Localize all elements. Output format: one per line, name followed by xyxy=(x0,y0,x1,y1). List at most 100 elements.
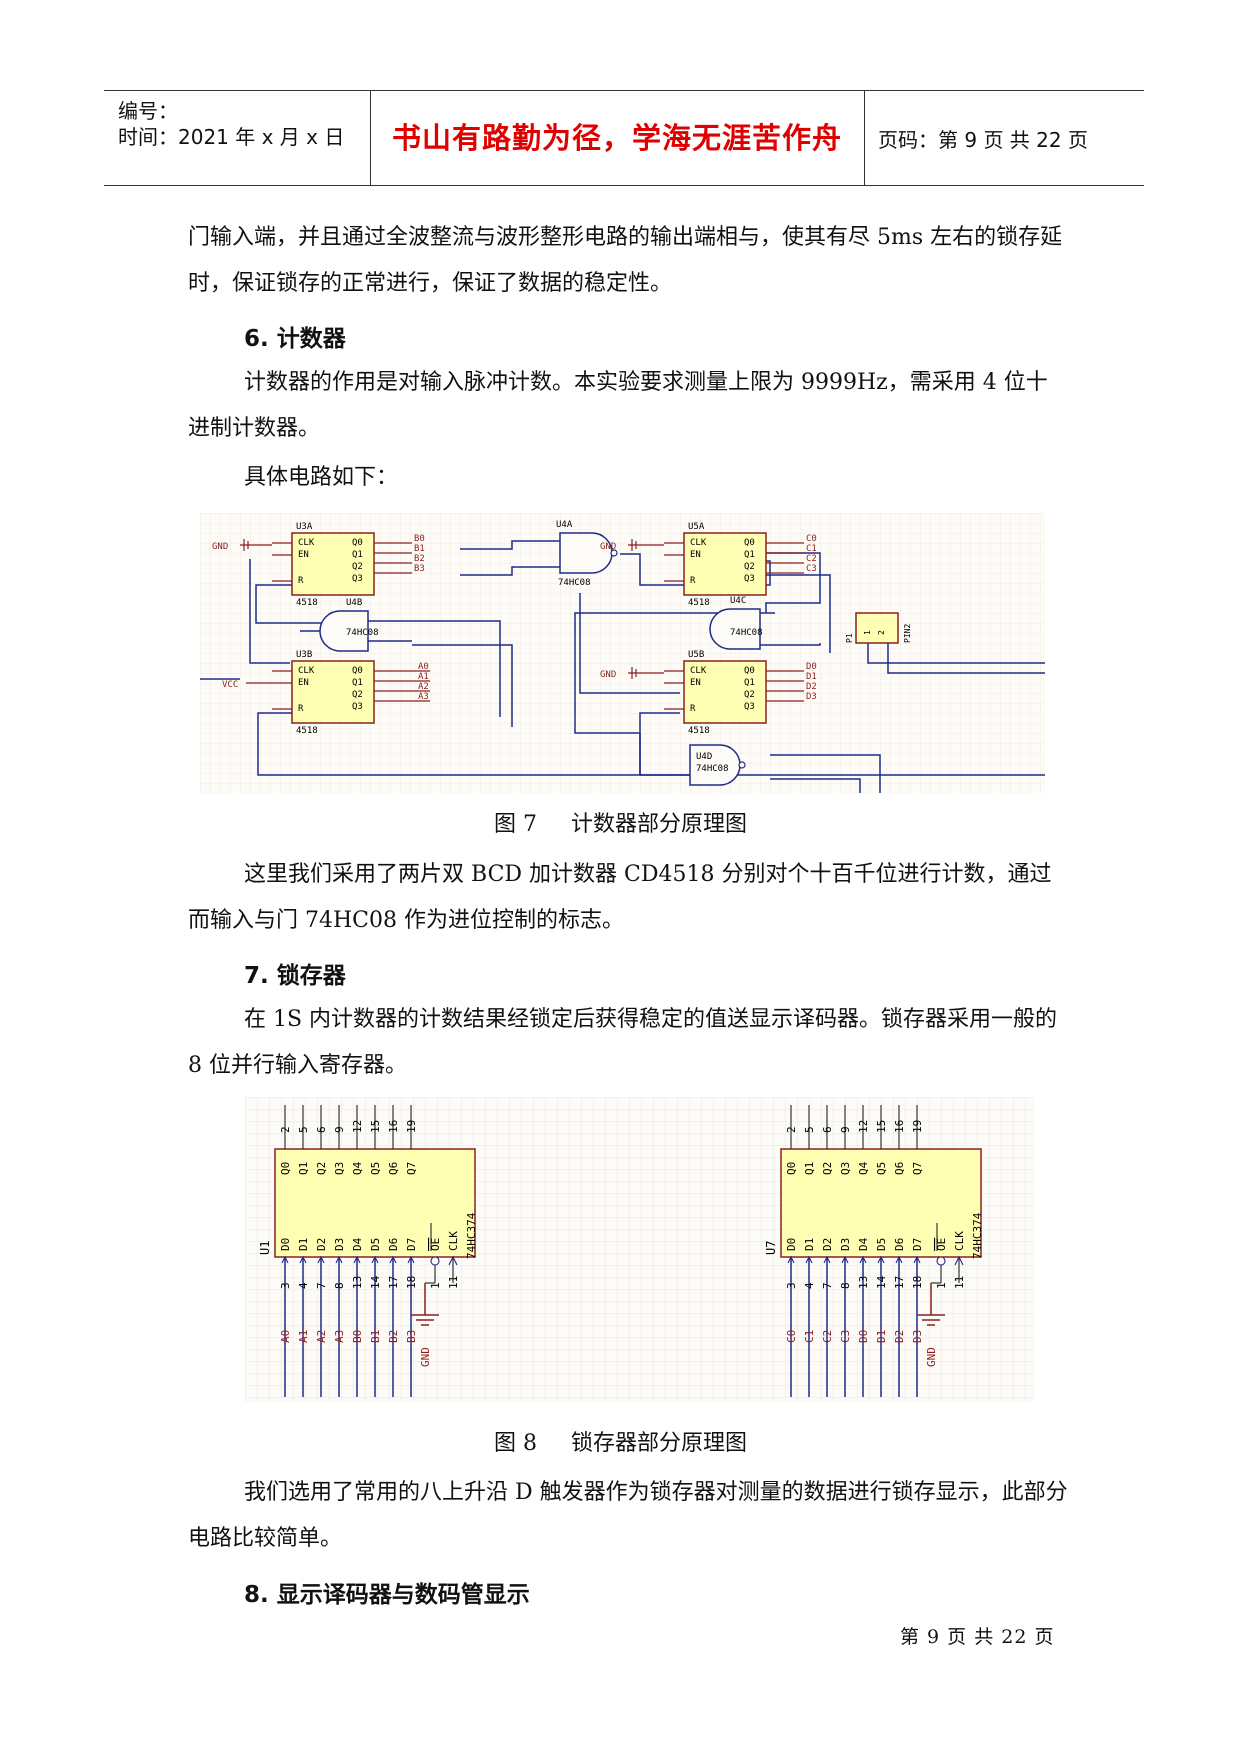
svg-text:D0: D0 xyxy=(806,662,817,672)
svg-text:Q0: Q0 xyxy=(352,538,363,548)
q-pin-number: 19 xyxy=(911,1120,924,1133)
figure7-number: 图 7 xyxy=(493,812,537,837)
paragraph-counter-intro: 计数器的作用是对输入脉冲计数。本实验要求测量上限为 9999Hz，需采用 4 位… xyxy=(188,370,1048,441)
net-label: C1 xyxy=(803,1330,816,1343)
connector-p1: 1 2 P1 PIN2 xyxy=(845,612,912,644)
svg-text:R: R xyxy=(298,704,304,714)
svg-text:PIN2: PIN2 xyxy=(903,624,912,643)
q-pin-number: 2 xyxy=(785,1126,798,1133)
svg-text:A3: A3 xyxy=(418,692,429,702)
svg-text:B3: B3 xyxy=(414,564,425,574)
header-right-cell: 页码：第 9 页 共 22 页 xyxy=(864,91,1144,185)
svg-text:4518: 4518 xyxy=(296,598,318,608)
oe-label: OE xyxy=(429,1238,442,1251)
d-pin-number: 13 xyxy=(351,1276,364,1289)
q-pin-label: Q2 xyxy=(315,1162,328,1175)
q-pin-label: Q7 xyxy=(405,1162,418,1175)
svg-text:C3: C3 xyxy=(806,564,817,574)
q-pin-label: Q6 xyxy=(387,1162,400,1175)
latch-schematic: 2Q0D03A05Q1D14A16Q2D27A29Q3D38A312Q4D413… xyxy=(245,1097,1035,1402)
d-pin-number: 17 xyxy=(893,1276,906,1289)
header-middle-cell: 书山有路勤为径，学海无涯苦作舟 xyxy=(370,91,865,185)
d-pin-number: 8 xyxy=(839,1282,852,1289)
svg-text:Q1: Q1 xyxy=(352,550,363,560)
svg-text:EN: EN xyxy=(690,550,701,560)
net-label: C2 xyxy=(821,1330,834,1343)
clk-label: CLK xyxy=(953,1231,966,1251)
svg-text:Q3: Q3 xyxy=(744,574,755,584)
net-label: C0 xyxy=(785,1330,798,1343)
d-pin-number: 18 xyxy=(911,1276,924,1289)
d-pin-label: D4 xyxy=(857,1237,870,1251)
oe-label: OE xyxy=(935,1238,948,1251)
q-pin-label: Q5 xyxy=(875,1162,888,1175)
heading-display-decoder: 8. 显示译码器与数码管显示 xyxy=(244,1582,530,1608)
svg-text:Q3: Q3 xyxy=(352,702,363,712)
latch-chip-u1: 2Q0D03A05Q1D14A16Q2D27A29Q3D38A312Q4D413… xyxy=(258,1105,478,1397)
svg-text:Q1: Q1 xyxy=(744,550,755,560)
svg-text:C2: C2 xyxy=(806,554,817,564)
net-label: B2 xyxy=(387,1330,400,1343)
figure7-title: 计数器部分原理图 xyxy=(570,812,747,837)
svg-text:U4B: U4B xyxy=(346,598,362,608)
chip-part-label: 74HC374 xyxy=(971,1212,984,1259)
date-label: 时间：2021 年 x 月 x 日 xyxy=(118,125,345,149)
svg-text:R: R xyxy=(690,576,696,586)
chip-u5b: CLK EN R Q0 Q1 Q2 Q3 U5B 4518 D0 D1 D2 D… xyxy=(600,650,817,736)
q-pin-label: Q2 xyxy=(821,1162,834,1175)
q-pin-label: Q7 xyxy=(911,1162,924,1175)
svg-text:R: R xyxy=(298,576,304,586)
chip-ref-label: U7 xyxy=(764,1241,778,1255)
net-label: A1 xyxy=(297,1330,310,1343)
gnd-label: GND xyxy=(419,1347,432,1367)
gate-u4c: U4C 74HC08 xyxy=(709,596,763,650)
clk-label: CLK xyxy=(447,1231,460,1251)
d-pin-label: D5 xyxy=(875,1238,888,1251)
q-pin-number: 6 xyxy=(821,1126,834,1133)
d-pin-label: D6 xyxy=(893,1238,906,1251)
svg-text:4518: 4518 xyxy=(688,598,710,608)
q-pin-number: 6 xyxy=(315,1126,328,1133)
d-pin-number: 8 xyxy=(333,1282,346,1289)
q-pin-label: Q6 xyxy=(893,1162,906,1175)
svg-text:Q1: Q1 xyxy=(744,678,755,688)
q-pin-label: Q3 xyxy=(333,1162,346,1175)
net-label: D0 xyxy=(857,1330,870,1343)
net-label: D1 xyxy=(875,1330,888,1343)
svg-text:GND: GND xyxy=(600,670,616,680)
q-pin-number: 5 xyxy=(803,1126,816,1133)
net-label: B0 xyxy=(351,1330,364,1343)
svg-text:A1: A1 xyxy=(418,672,429,682)
d-pin-number: 7 xyxy=(315,1282,328,1289)
svg-text:VCC: VCC xyxy=(222,680,238,690)
d-pin-label: D6 xyxy=(387,1238,400,1251)
svg-text:CLK: CLK xyxy=(298,538,315,548)
svg-text:74HC08: 74HC08 xyxy=(558,578,591,588)
d-pin-label: D5 xyxy=(369,1238,382,1251)
svg-text:C1: C1 xyxy=(806,544,817,554)
paragraph-counter-detail: 这里我们采用了两片双 BCD 加计数器 CD4518 分别对个十百千位进行计数，… xyxy=(188,862,1052,933)
q-pin-label: Q0 xyxy=(785,1162,798,1175)
svg-text:Q0: Q0 xyxy=(744,666,755,676)
svg-text:D1: D1 xyxy=(806,672,817,682)
svg-text:U5B: U5B xyxy=(688,650,704,660)
net-label: D2 xyxy=(893,1330,906,1343)
net-label: C3 xyxy=(839,1330,852,1343)
svg-text:CLK: CLK xyxy=(690,538,707,548)
svg-text:4518: 4518 xyxy=(688,726,710,736)
d-pin-label: D3 xyxy=(333,1238,346,1251)
svg-text:B1: B1 xyxy=(414,544,425,554)
q-pin-label: Q5 xyxy=(369,1162,382,1175)
d-pin-number: 4 xyxy=(803,1282,816,1289)
d-pin-label: D2 xyxy=(315,1238,328,1251)
svg-text:U4C: U4C xyxy=(730,596,746,606)
svg-text:EN: EN xyxy=(298,550,309,560)
svg-text:CLK: CLK xyxy=(690,666,707,676)
heading-latch: 7. 锁存器 xyxy=(244,963,346,989)
net-label: D3 xyxy=(911,1330,924,1343)
svg-text:Q1: Q1 xyxy=(352,678,363,688)
q-pin-label: Q1 xyxy=(803,1162,816,1175)
svg-text:B2: B2 xyxy=(414,554,425,564)
gate-u4d: U4D 74HC08 xyxy=(689,744,746,786)
